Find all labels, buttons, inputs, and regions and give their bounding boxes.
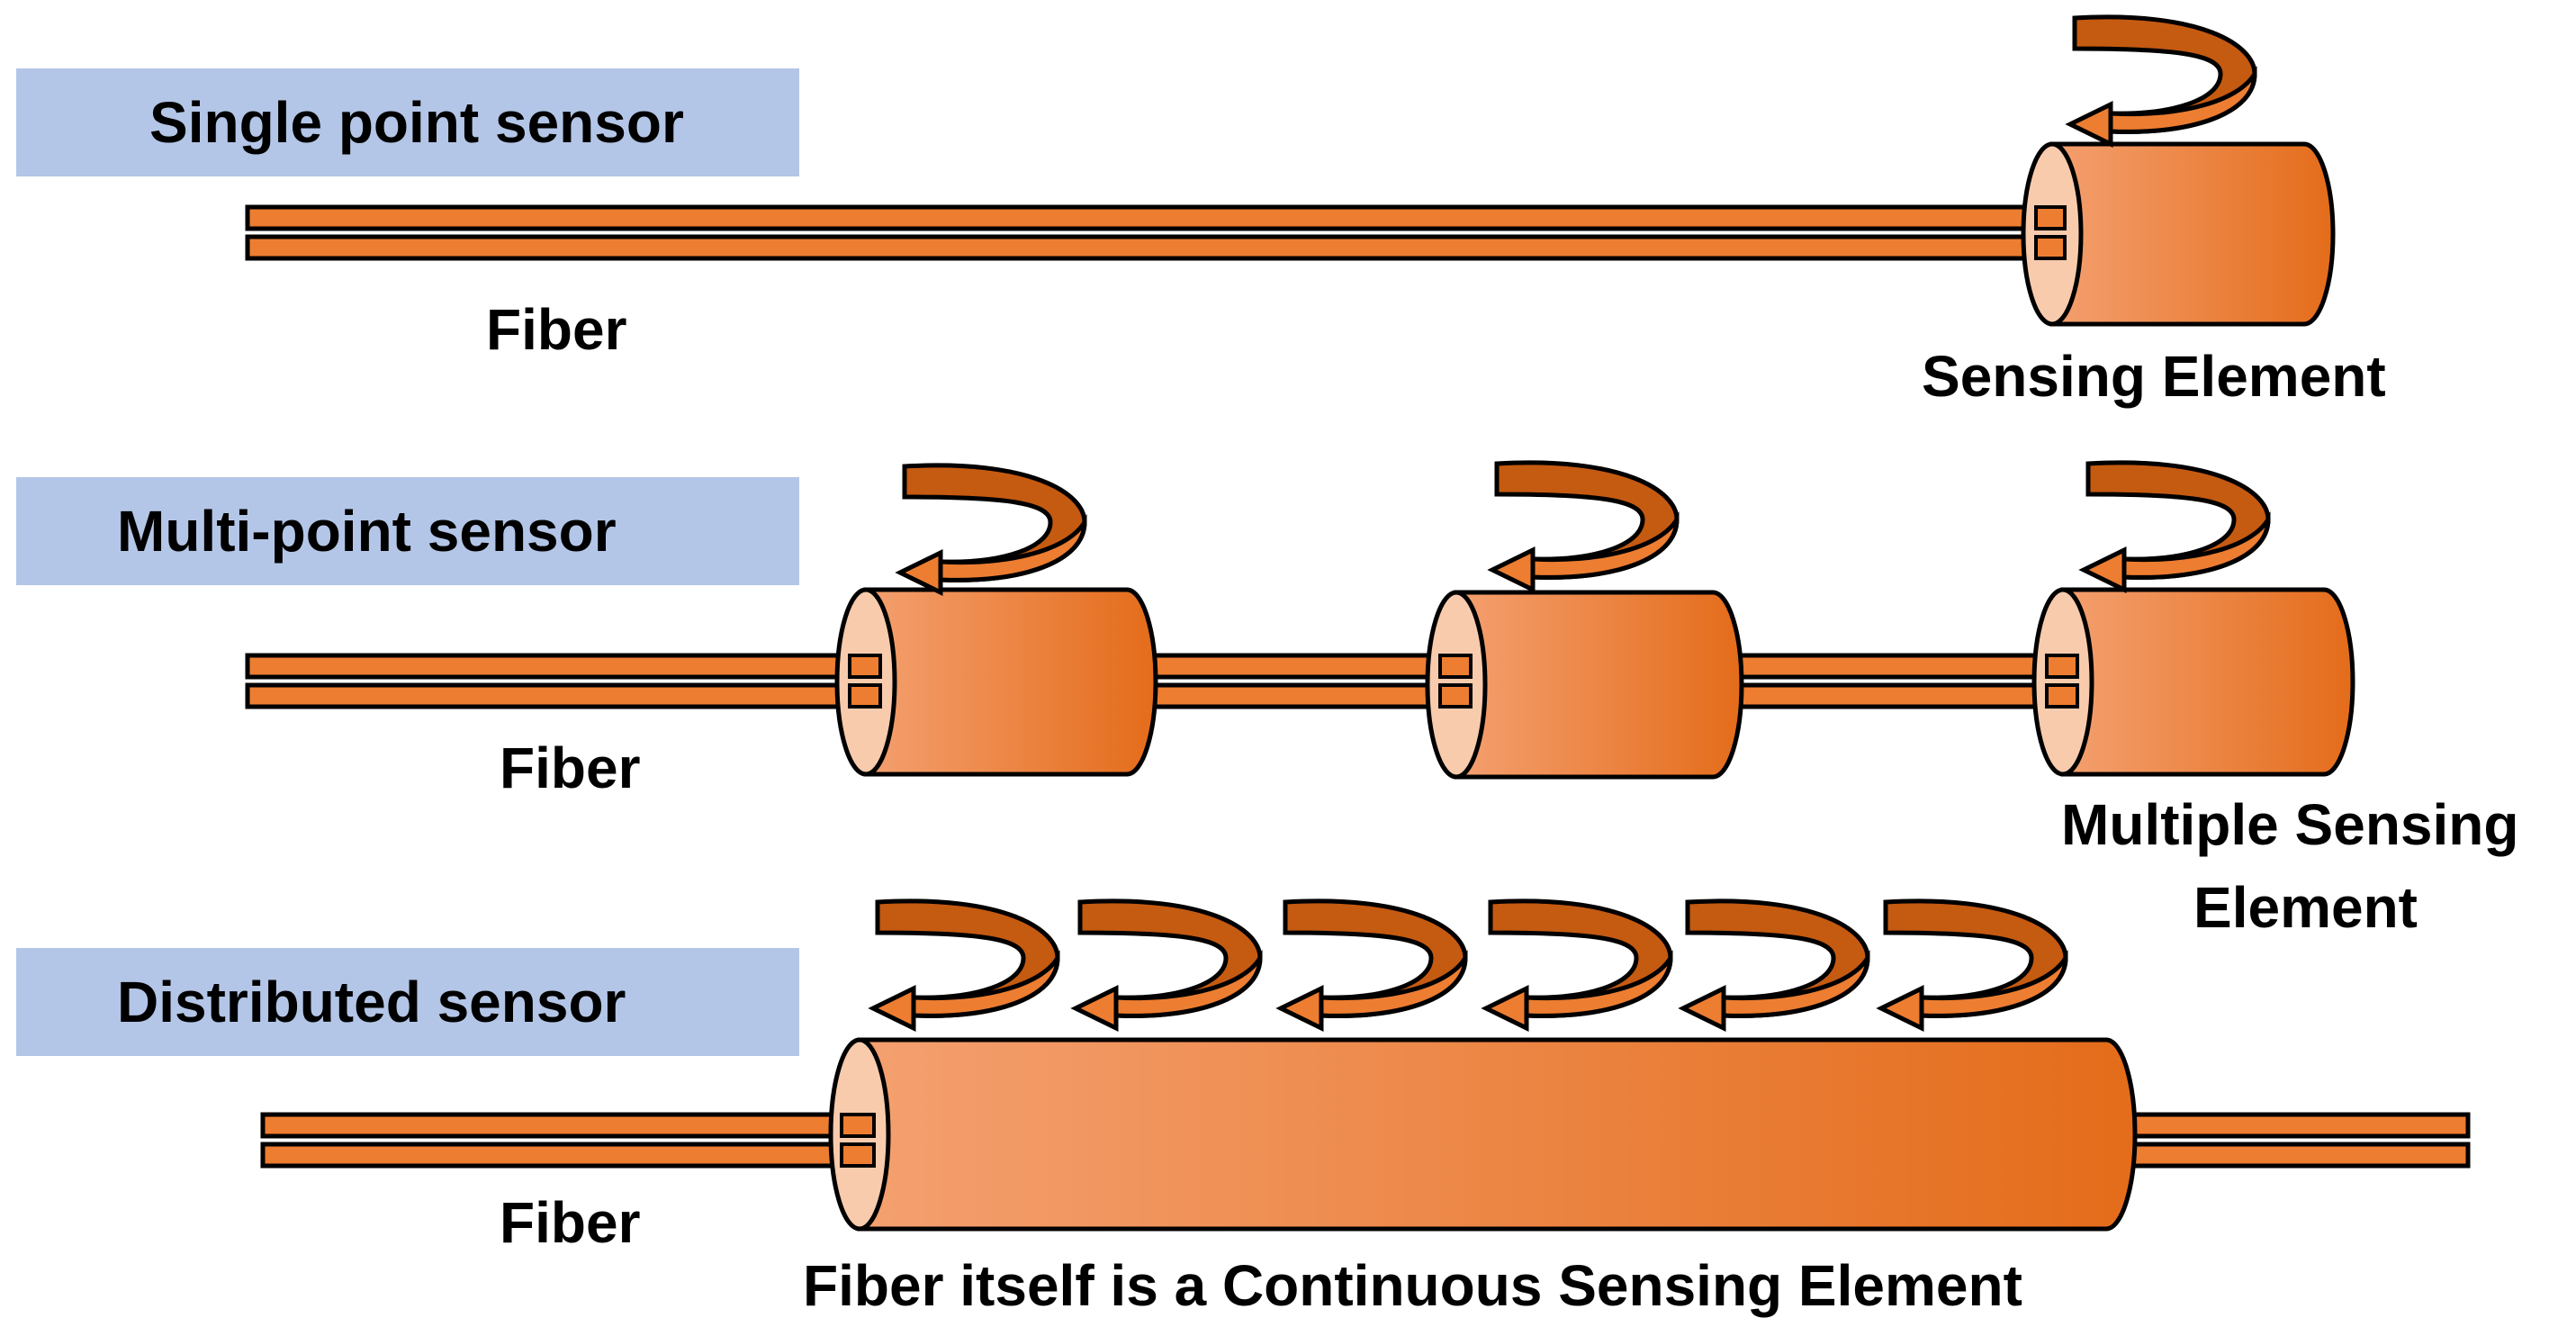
section-title-multi: Multi-point sensor bbox=[16, 477, 799, 585]
rotation-arrow-icon bbox=[2065, 14, 2257, 149]
fiber-multi bbox=[245, 653, 2082, 709]
rotation-arrow-icon bbox=[1275, 898, 1468, 1033]
fiber-label-single: Fiber bbox=[486, 297, 627, 362]
section-title-multi-text: Multi-point sensor bbox=[117, 499, 617, 564]
section-title-distributed-text: Distributed sensor bbox=[117, 970, 626, 1034]
fiber-label-multi: Fiber bbox=[500, 736, 641, 800]
sensing-cylinder-continuous bbox=[828, 1037, 2138, 1232]
sensing-cylinder-multi-3 bbox=[2031, 587, 2355, 777]
rotation-arrow-icon bbox=[1481, 898, 1673, 1033]
sensing-element-label: Sensing Element bbox=[1922, 344, 2386, 409]
rotation-arrow-icon bbox=[1070, 898, 1263, 1033]
sensing-cylinder-multi-1 bbox=[834, 587, 1158, 777]
multiple-sensing-label-line1: Multiple Sensing bbox=[2061, 792, 2519, 857]
multiple-sensing-label-line2: Element bbox=[2193, 875, 2418, 940]
rotation-arrow-icon bbox=[1678, 898, 1870, 1033]
rotation-arrow-icon bbox=[2078, 460, 2271, 594]
sensing-cylinder-single bbox=[2021, 141, 2336, 327]
rotation-arrow-icon bbox=[895, 463, 1087, 597]
section-title-single-text: Single point sensor bbox=[149, 90, 684, 155]
rotation-arrow-icon bbox=[1876, 898, 2068, 1033]
sensing-cylinder-multi-2 bbox=[1425, 590, 1744, 780]
continuous-sensing-label: Fiber itself is a Continuous Sensing Ele… bbox=[803, 1253, 2022, 1318]
section-title-distributed: Distributed sensor bbox=[16, 948, 799, 1056]
fiber-label-distributed: Fiber bbox=[500, 1190, 641, 1255]
rotation-arrow-icon bbox=[1487, 460, 1680, 594]
rotation-arrow-icon bbox=[868, 898, 1060, 1033]
section-title-single: Single point sensor bbox=[16, 68, 799, 176]
fiber-single bbox=[245, 204, 2086, 261]
